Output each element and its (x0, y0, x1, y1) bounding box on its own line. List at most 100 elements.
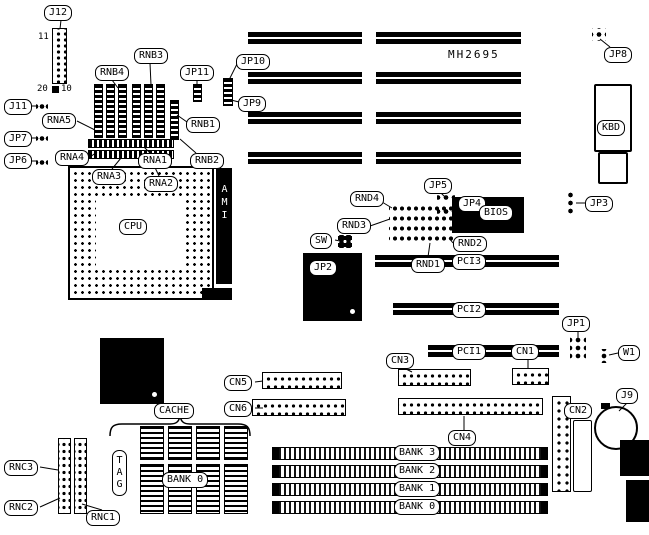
jp8-pins (592, 28, 606, 41)
battery-tab (601, 403, 610, 409)
callout-bank2: BANK 2 (394, 463, 441, 479)
jp10-jp9-header (223, 78, 233, 106)
callout-bank1: BANK 1 (394, 481, 441, 497)
callout-rnc3: RNC3 (4, 460, 39, 476)
callout-cn2: CN2 (564, 403, 593, 419)
callout-rnb2: RNB2 (190, 153, 225, 169)
callout-jp3: JP3 (585, 196, 614, 212)
j12-pin20-label: 20 (37, 84, 48, 94)
cn1-connector (512, 368, 549, 385)
isa-slot-3-right (376, 112, 521, 124)
callout-rnb3: RNB3 (134, 48, 169, 64)
cache-chip (140, 464, 164, 514)
isa-slot-1-left (248, 32, 362, 44)
jp5-pins (437, 192, 455, 203)
callout-rna5: RNA5 (42, 113, 77, 129)
pci-slot-1 (428, 345, 559, 357)
callout-rnd2: RND2 (453, 236, 488, 252)
callout-sw: SW (310, 233, 333, 249)
callout-cn3: CN3 (386, 353, 415, 369)
callout-rna4: RNA4 (55, 150, 90, 166)
rnd1-strip (389, 234, 457, 243)
callout-cn4: CN4 (448, 430, 477, 446)
cache-chip (224, 426, 248, 460)
j11-pins (36, 102, 48, 111)
cn6-connector (252, 399, 346, 416)
callout-j9: J9 (616, 388, 639, 404)
callout-tag: TAG (112, 450, 127, 496)
callout-rna3: RNA3 (92, 169, 127, 185)
ami-label: AMI (219, 184, 230, 223)
callout-jp9: JP9 (238, 96, 267, 112)
jp3-pins (565, 192, 576, 214)
rnb-strip-6 (156, 84, 165, 138)
callout-rnb4: RNB4 (95, 65, 130, 81)
cache-chip (224, 464, 248, 514)
callout-rnd3: RND3 (337, 218, 372, 234)
cn4-connector (398, 398, 543, 415)
keyboard-connector (594, 84, 632, 152)
power-connector (573, 420, 592, 492)
callout-jp7: JP7 (4, 131, 33, 147)
j12-pin11-label: 11 (38, 32, 49, 42)
callout-jp5: JP5 (424, 178, 453, 194)
isa-slot-2-left (248, 72, 362, 84)
cache-chip (140, 426, 164, 460)
callout-cache-bank0: BANK 0 (162, 472, 209, 488)
model-number: MH2695 (448, 48, 500, 61)
rnb-strip-2 (106, 84, 115, 138)
rnd4-strip (389, 204, 457, 213)
callout-cn1: CN1 (511, 344, 540, 360)
rnb-strip-3 (118, 84, 127, 138)
callout-cn6: CN6 (224, 401, 253, 417)
port-upper (620, 440, 649, 476)
regulator-bar (202, 288, 232, 300)
cn3-connector (398, 369, 471, 386)
isa-slot-4-left (248, 152, 362, 164)
j12-connector (52, 28, 67, 84)
j12-pin1-mark (52, 86, 59, 93)
isa-slot-2-right (376, 72, 521, 84)
jp1-pins (570, 337, 586, 359)
sw-switch (338, 235, 352, 248)
rnd3-strip (389, 214, 457, 223)
callout-j12: J12 (44, 5, 73, 21)
isa-slot-1-right (376, 32, 521, 44)
callout-w1: W1 (618, 345, 641, 361)
jp6-pins (36, 158, 48, 167)
callout-kbd: KBD (597, 120, 626, 136)
rnb-strip-4 (132, 84, 141, 138)
callout-pci2: PCI2 (452, 302, 487, 318)
isa-slot-4-right (376, 152, 521, 164)
keyboard-connector-lower (598, 152, 628, 184)
callout-rnc2: RNC2 (4, 500, 39, 516)
rnc-strip-2 (74, 438, 87, 514)
callout-pci3: PCI3 (452, 254, 487, 270)
callout-rnd4: RND4 (350, 191, 385, 207)
callout-cpu: CPU (119, 219, 148, 235)
callout-j11: J11 (4, 99, 33, 115)
rnc-strip-1 (58, 438, 71, 514)
cache-chip (196, 426, 220, 460)
callout-pci1: PCI1 (452, 344, 487, 360)
j12-pin10-label: 10 (61, 84, 72, 94)
cn5-connector (262, 372, 342, 389)
callout-cache: CACHE (154, 403, 195, 419)
port-lower (626, 480, 649, 522)
callout-jp11: JP11 (180, 65, 215, 81)
jp11-header (193, 84, 202, 102)
callout-jp6: JP6 (4, 153, 33, 169)
callout-jp1: JP1 (562, 316, 591, 332)
rnb-strip-5 (144, 84, 153, 138)
callout-jp8: JP8 (604, 47, 633, 63)
jp2-pin1-dot (350, 309, 355, 314)
callout-cn5: CN5 (224, 375, 253, 391)
callout-rna2: RNA2 (144, 176, 179, 192)
w1-pins (599, 349, 609, 363)
rna-row-1 (88, 139, 174, 148)
cache-chip (168, 426, 192, 460)
callout-jp10: JP10 (236, 54, 271, 70)
callout-rnc1: RNC1 (86, 510, 121, 526)
callout-bios: BIOS (479, 205, 514, 221)
